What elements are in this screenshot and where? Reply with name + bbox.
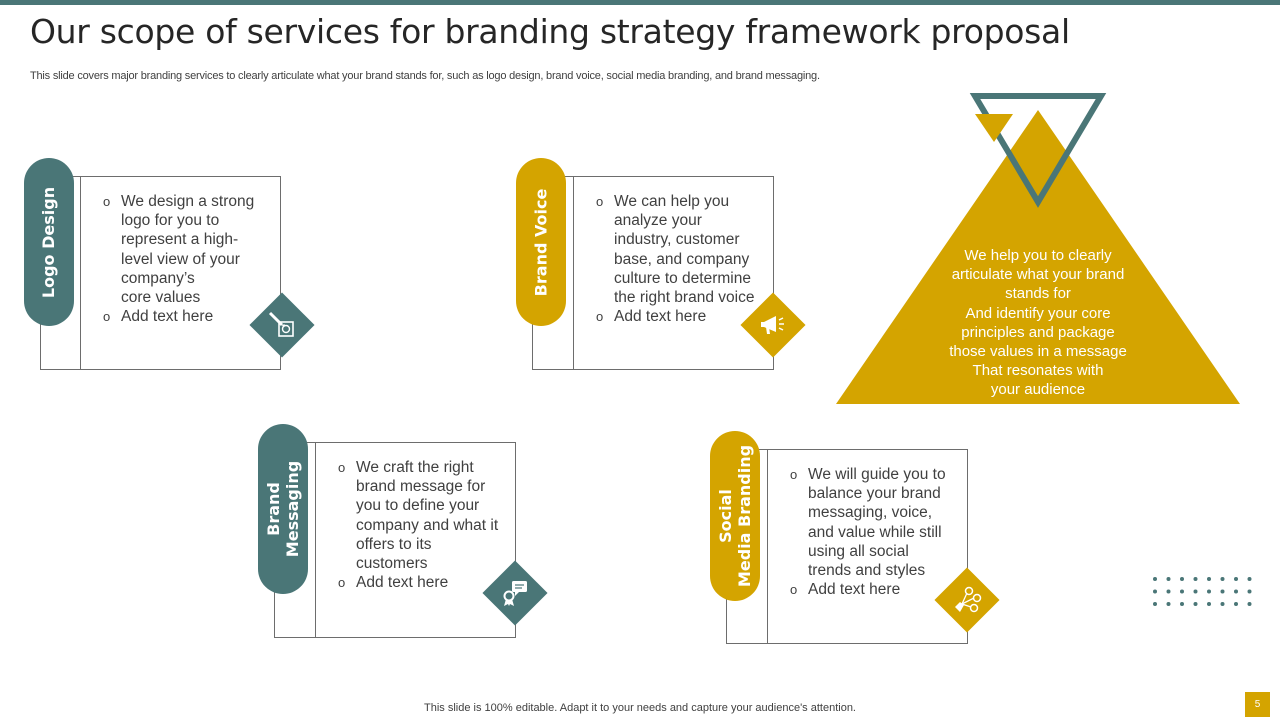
- bullet-item: Add text here: [103, 307, 303, 326]
- teal-outline-triangle: [969, 93, 1107, 208]
- decor-dot: [1234, 589, 1238, 594]
- decor-dot: [1153, 602, 1157, 606]
- decor-dot: [1234, 602, 1238, 606]
- card-divider: [573, 177, 574, 369]
- triangle-graphic: [836, 93, 1240, 404]
- card-label-pill: Logo Design: [24, 158, 74, 326]
- message-award-icon: [492, 570, 538, 616]
- top-accent-bar: [0, 0, 1280, 5]
- triangle-text: We help you to clearly articulate what y…: [949, 247, 1127, 399]
- bullet-item: Add text here: [790, 580, 1000, 599]
- decor-dot: [1193, 577, 1198, 581]
- card-label: Logo Design: [39, 186, 59, 298]
- logo-design-icon: [259, 302, 305, 348]
- decor-dot: [1166, 589, 1171, 594]
- decor-dot: [1166, 602, 1171, 606]
- decor-dot: [1247, 577, 1252, 581]
- card-divider: [315, 443, 316, 637]
- slide-subtitle: This slide covers major branding service…: [30, 70, 820, 82]
- card-divider: [767, 450, 768, 643]
- decor-dot: [1153, 577, 1157, 581]
- decor-dot: [1207, 602, 1211, 606]
- decor-dot: [1207, 589, 1211, 594]
- decor-dot: [1180, 577, 1184, 581]
- decor-dot: [1220, 577, 1225, 581]
- decor-dot: [1220, 602, 1225, 606]
- slide-title: Our scope of services for branding strat…: [30, 12, 1070, 51]
- footer-note: This slide is 100% editable. Adapt it to…: [424, 702, 856, 714]
- decor-dot: [1234, 577, 1238, 581]
- decor-dot: [1220, 589, 1225, 594]
- gold-triangle: [836, 110, 1240, 404]
- decor-dot: [1166, 577, 1171, 581]
- decor-dot: [1247, 589, 1252, 594]
- decor-dot: [1180, 602, 1184, 606]
- decor-dot: [1193, 589, 1198, 594]
- decor-dot: [1247, 602, 1252, 606]
- social-network-icon: [944, 577, 990, 623]
- megaphone-icon: [750, 302, 796, 348]
- card-label-pill: Brand Voice: [516, 158, 566, 326]
- card-label: Brand Voice: [531, 188, 551, 296]
- decor-dot: [1207, 577, 1211, 581]
- bullet-item: Add text here: [338, 573, 538, 592]
- decor-dot: [1180, 589, 1184, 594]
- decor-dot: [1193, 602, 1198, 606]
- page-number: 5: [1245, 692, 1270, 717]
- small-gold-triangle: [975, 114, 1013, 142]
- decor-dot: [1153, 589, 1157, 594]
- bullet-item: Add text here: [596, 307, 806, 326]
- card-divider: [80, 177, 81, 369]
- decorative-dots: [1153, 577, 1252, 606]
